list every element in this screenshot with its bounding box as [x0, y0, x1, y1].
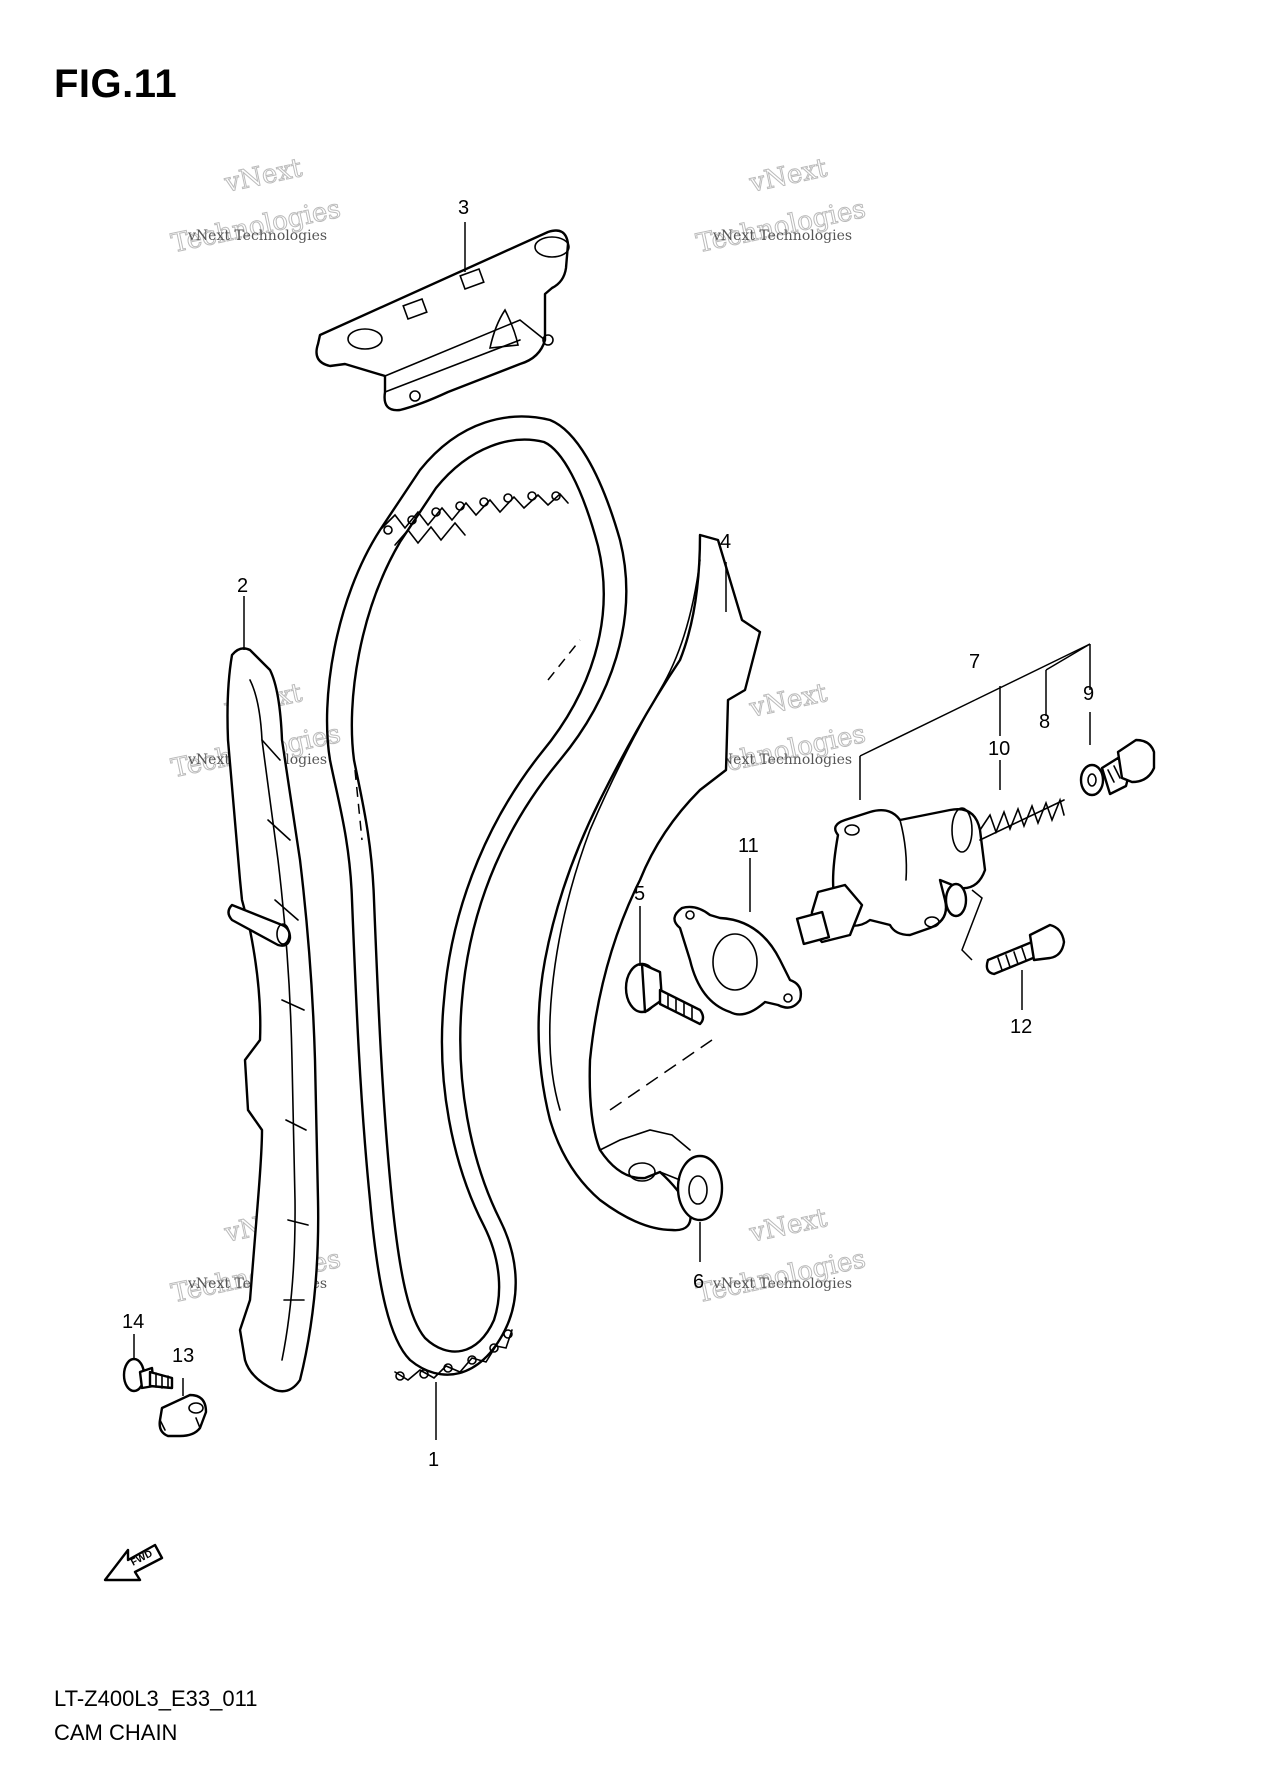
- part-2-chain-guide-left: [226, 647, 320, 1393]
- callout-13: 13: [172, 1345, 194, 1367]
- callout-5: 5: [634, 883, 645, 905]
- callout-1: 1: [428, 1449, 439, 1471]
- watermark-word: vNext: [746, 1203, 830, 1249]
- part-3-chain-guide-top: [315, 229, 570, 412]
- callout-10: 10: [988, 738, 1010, 760]
- watermark-word: Technologies: [169, 194, 344, 259]
- watermark-word: vNext: [221, 153, 305, 199]
- callout-9: 9: [1083, 683, 1094, 705]
- part-11-gasket: [673, 905, 803, 1016]
- callout-12: 12: [1010, 1016, 1032, 1038]
- callout-11: 11: [738, 835, 759, 857]
- part-1-cam-chain: [325, 415, 628, 1381]
- watermark-word: Technologies: [694, 194, 869, 259]
- callout-8: 8: [1039, 711, 1050, 733]
- callout-4: 4: [720, 531, 731, 553]
- part-8-washer: [1079, 763, 1105, 797]
- part-6-washer: [659, 1154, 724, 1222]
- part-7-tensioner-body: [795, 807, 987, 961]
- watermark-text: vNext Technologies: [712, 752, 852, 768]
- callout-3: 3: [458, 197, 469, 219]
- callout-7: 7: [969, 651, 980, 673]
- figure-title: FIG.11: [54, 62, 178, 106]
- callout-14: 14: [122, 1311, 144, 1333]
- figure-name: CAM CHAIN: [54, 1720, 178, 1745]
- part-12-bolt: [985, 923, 1066, 976]
- fwd-arrow: FWD: [103, 1543, 164, 1582]
- watermark-text: vNext Technologies: [712, 1276, 852, 1292]
- leader-lines: [133, 222, 1091, 1440]
- watermark-word: vNext: [746, 678, 830, 724]
- callout-6: 6: [693, 1271, 704, 1293]
- part-13-tab-washer: [158, 1393, 208, 1438]
- callout-numbers: 1 2 3 4 5 6 7 8 9 10 11 12 13 14: [122, 197, 1094, 1471]
- model-code: LT-Z400L3_E33_011: [54, 1686, 258, 1711]
- part-4-tensioner-arm: [537, 533, 762, 1232]
- watermark-text: vNext Technologies: [712, 228, 852, 244]
- part-5-pivot-bolt: [624, 962, 705, 1026]
- part-9-cap-bolt: [1100, 738, 1156, 796]
- part-10-spring: [979, 797, 1065, 841]
- watermark-word: vNext: [746, 153, 830, 199]
- part-14-screw: [122, 1357, 174, 1393]
- watermark-text: vNext Technologies: [187, 228, 327, 244]
- callout-2: 2: [237, 575, 248, 597]
